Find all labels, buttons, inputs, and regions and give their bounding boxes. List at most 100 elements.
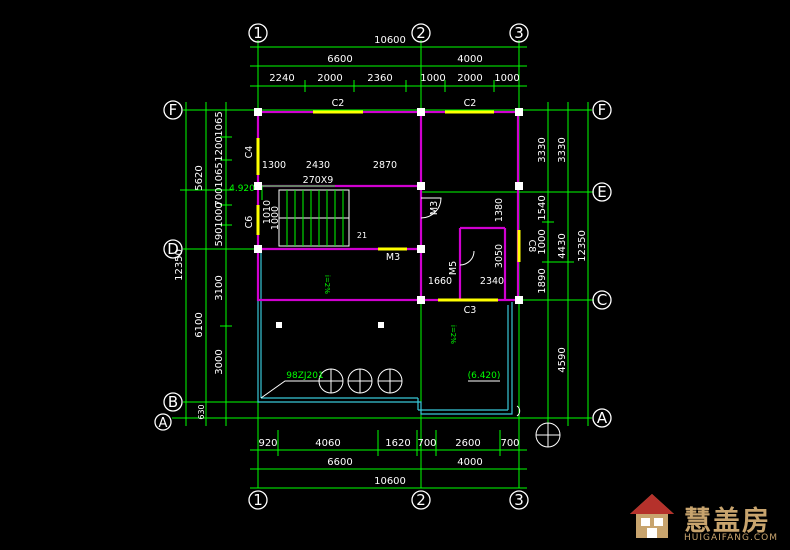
elevation-6420: (6.420) [468,371,501,381]
columns [254,108,523,328]
axis-labels: 1 2 3 1 2 3 F D B A F E C A [159,24,608,509]
dim-left-total: 12350 [174,249,185,281]
left-dimension-text: 12350 5620 6100 1065 1200 1065 700 1000 … [174,111,225,419]
window-marks [256,110,521,302]
dim-bottom-2600: 2600 [455,438,480,449]
stair-treads [261,185,344,246]
top-dimension-text: 10600 6600 4000 2240 2000 2360 1000 2000… [269,35,519,84]
axis-bubble-C-right [592,290,612,310]
dim-top-4000: 4000 [457,54,482,65]
dim-left-630: 630 [197,404,206,419]
dim-right-4590: 4590 [557,347,568,372]
axis-bubble-F-left [163,100,183,120]
dim-top-1000a: 1000 [420,73,445,84]
dim-right-3330a: 3330 [537,137,548,162]
axis-label-2-bottom: 2 [416,491,426,509]
dim-1300: 1300 [262,160,286,171]
door-swings [420,197,521,417]
label-window-c8: C8 [526,240,537,253]
dim-2340: 2340 [480,276,504,287]
dim-left-1065b: 1065 [214,162,225,187]
elevation-4920: 4.920 [229,184,255,194]
dim-left-590: 590 [214,227,225,246]
dim-left-3000: 3000 [214,349,225,374]
left-dimension-lines [180,102,232,426]
axis-bubble-3-top [509,23,529,43]
axis-bubble-E-right [592,182,612,202]
dim-right-1540: 1540 [537,195,548,220]
walls [256,110,520,302]
dim-3050: 3050 [494,244,505,268]
dim-top-6600: 6600 [327,54,352,65]
label-window-c2-left: C2 [332,98,345,109]
dim-top-total: 10600 [374,35,406,46]
bottom-dimension-text: 920 4060 1620 700 2600 700 6600 4000 106… [258,438,519,487]
axis-label-A-right: A [597,409,608,427]
axis-label-D-left: D [167,240,179,258]
axis-bubble-B-left [163,392,183,412]
terrace-outline [257,250,513,415]
dim-top-2000a: 2000 [317,73,342,84]
axis-bubble-2-top [411,23,431,43]
stair-riser-count: 21 [357,231,367,240]
dim-right-total: 12350 [577,230,588,262]
tree-symbols [318,368,561,448]
house-logo-icon [630,494,674,538]
dim-1000-stair: 1000 [270,206,281,230]
dim-right-4430: 4430 [557,233,568,258]
dim-2430: 2430 [306,160,330,171]
dim-right-1000: 1000 [537,229,548,254]
axis-bubble-2-bottom [411,490,431,510]
staircase [278,189,350,247]
dim-bottom-1620: 1620 [385,438,410,449]
watermark-brand: 慧盖房 [684,506,771,537]
dim-left-1000: 1000 [214,202,225,227]
label-door-m3: M3 [386,252,400,263]
label-window-c4: C4 [244,146,255,159]
dim-bottom-920: 920 [258,438,277,449]
axis-label-A-left: A [159,416,168,431]
axis-label-3-bottom: 3 [514,491,524,509]
dim-right-1890: 1890 [537,268,548,293]
leader-lines [260,380,500,399]
label-window-c6: C6 [244,216,255,229]
axis-label-F-left: F [169,101,178,119]
dim-left-700: 700 [214,187,225,206]
dim-right-3330b: 3330 [557,137,568,162]
dim-bottom-4000: 4000 [457,457,482,468]
axis-label-2-top: 2 [416,24,426,42]
dim-1010: 1010 [262,200,273,224]
axis-bubble-A-left [154,413,172,431]
axis-label-E-right: E [597,183,606,201]
top-dimension-lines [250,40,527,105]
label-door-m3-vertical: M3 [429,201,440,215]
dim-left-6100: 6100 [194,312,205,337]
slope-2: i=2% [449,325,457,344]
watermark-site: HUIGAIFANG.COM [684,533,779,543]
dim-left-3100: 3100 [214,275,225,300]
axis-label-1-bottom: 1 [253,491,263,509]
dim-top-1000b: 1000 [494,73,519,84]
label-window-c2-right: C2 [464,98,477,109]
dim-bottom-4060: 4060 [315,438,340,449]
dim-top-2240: 2240 [269,73,294,84]
axis-bubbles [154,23,612,510]
dim-top-2000b: 2000 [457,73,482,84]
interior-labels: C2 C2 C4 C6 C8 C3 M3 M3 M5 1300 2430 287… [229,98,537,381]
dim-left-5620: 5620 [194,165,205,190]
label-door-m5: M5 [448,261,459,275]
axis-label-F-right: F [598,101,607,119]
reference-98zj201: 98ZJ201 [286,371,323,381]
axis-label-3-top: 3 [514,24,524,42]
stair-step-spec: 270X9 [303,175,334,186]
axis-label-B-left: B [168,393,178,411]
label-window-c3: C3 [464,305,477,316]
dim-bottom-700a: 700 [417,438,436,449]
axis-label-C-right: C [597,291,607,309]
dim-bottom-total: 10600 [374,476,406,487]
right-dimension-lines [542,102,594,426]
axis-bubble-1-bottom [248,490,268,510]
dim-left-1200: 1200 [214,136,225,161]
dim-bottom-700b: 700 [500,438,519,449]
